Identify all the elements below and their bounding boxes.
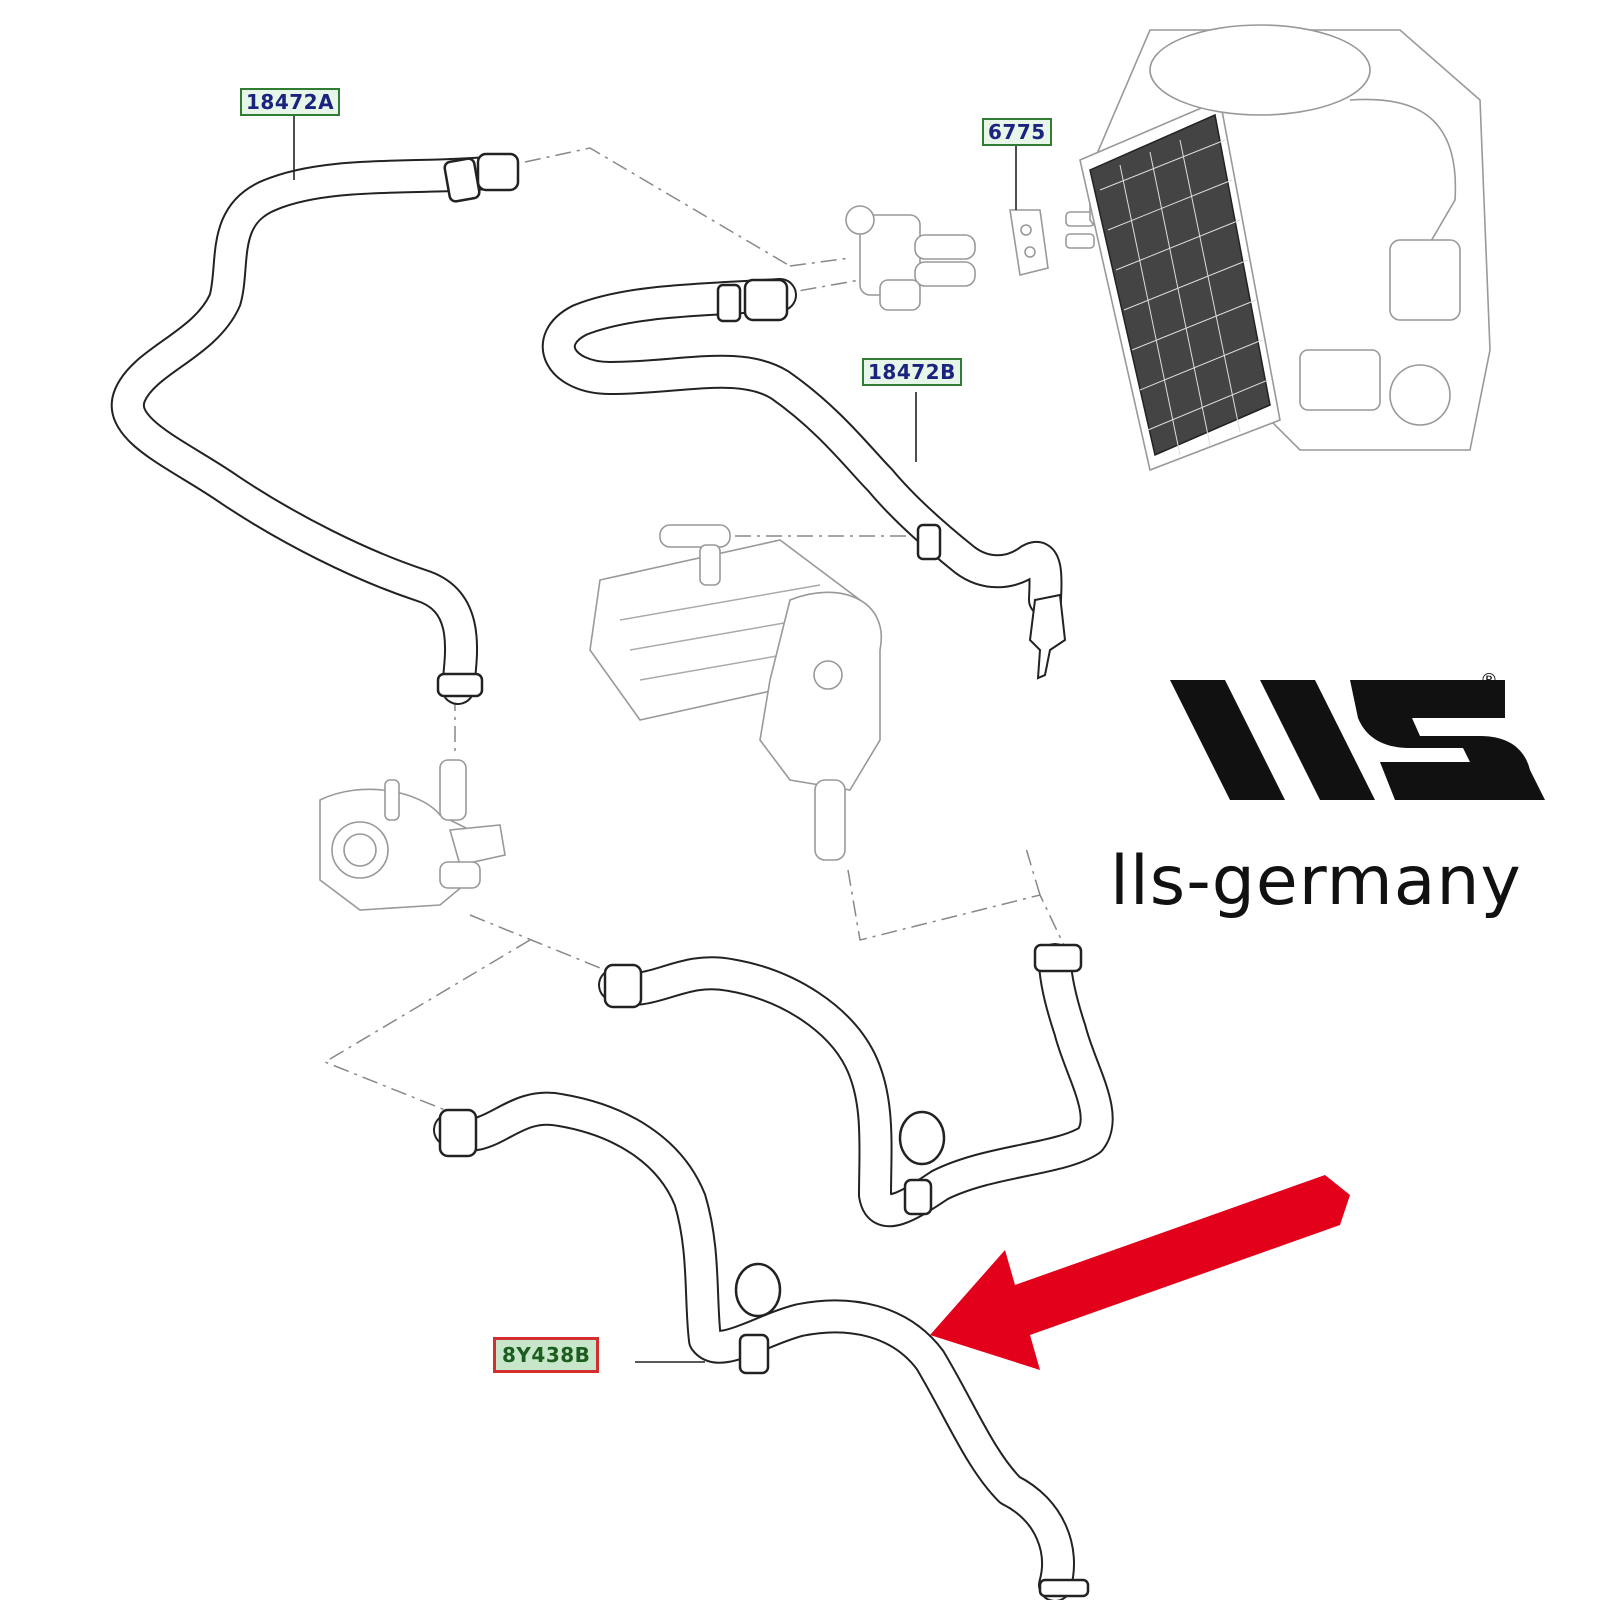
lower-hose-upper[interactable] <box>598 943 1114 1228</box>
callout-18472a[interactable]: 18472A <box>240 88 341 116</box>
hose-8y438b[interactable] <box>433 1091 1090 1600</box>
hose-18472a[interactable] <box>110 152 520 705</box>
callout-8y438b[interactable]: 8Y438B <box>493 1337 600 1373</box>
water-valve[interactable] <box>845 205 976 311</box>
heater-unit <box>1079 24 1491 472</box>
egr-cooler <box>589 524 883 861</box>
brand-name: lls-germany <box>1110 842 1522 921</box>
thermostat-housing <box>319 759 506 911</box>
callout-6775[interactable]: 6775 <box>982 118 1052 146</box>
dashed-connector-lines <box>323 147 1071 1111</box>
brand-logo-icon <box>1170 680 1545 800</box>
registered-mark: ® <box>1480 670 1498 691</box>
callout-18472b[interactable]: 18472B <box>862 358 962 386</box>
gasket-6775[interactable] <box>1009 209 1095 276</box>
highlight-arrow <box>930 1175 1350 1370</box>
leader-lines <box>293 116 1017 1363</box>
hose-18472b[interactable] <box>541 278 1067 680</box>
